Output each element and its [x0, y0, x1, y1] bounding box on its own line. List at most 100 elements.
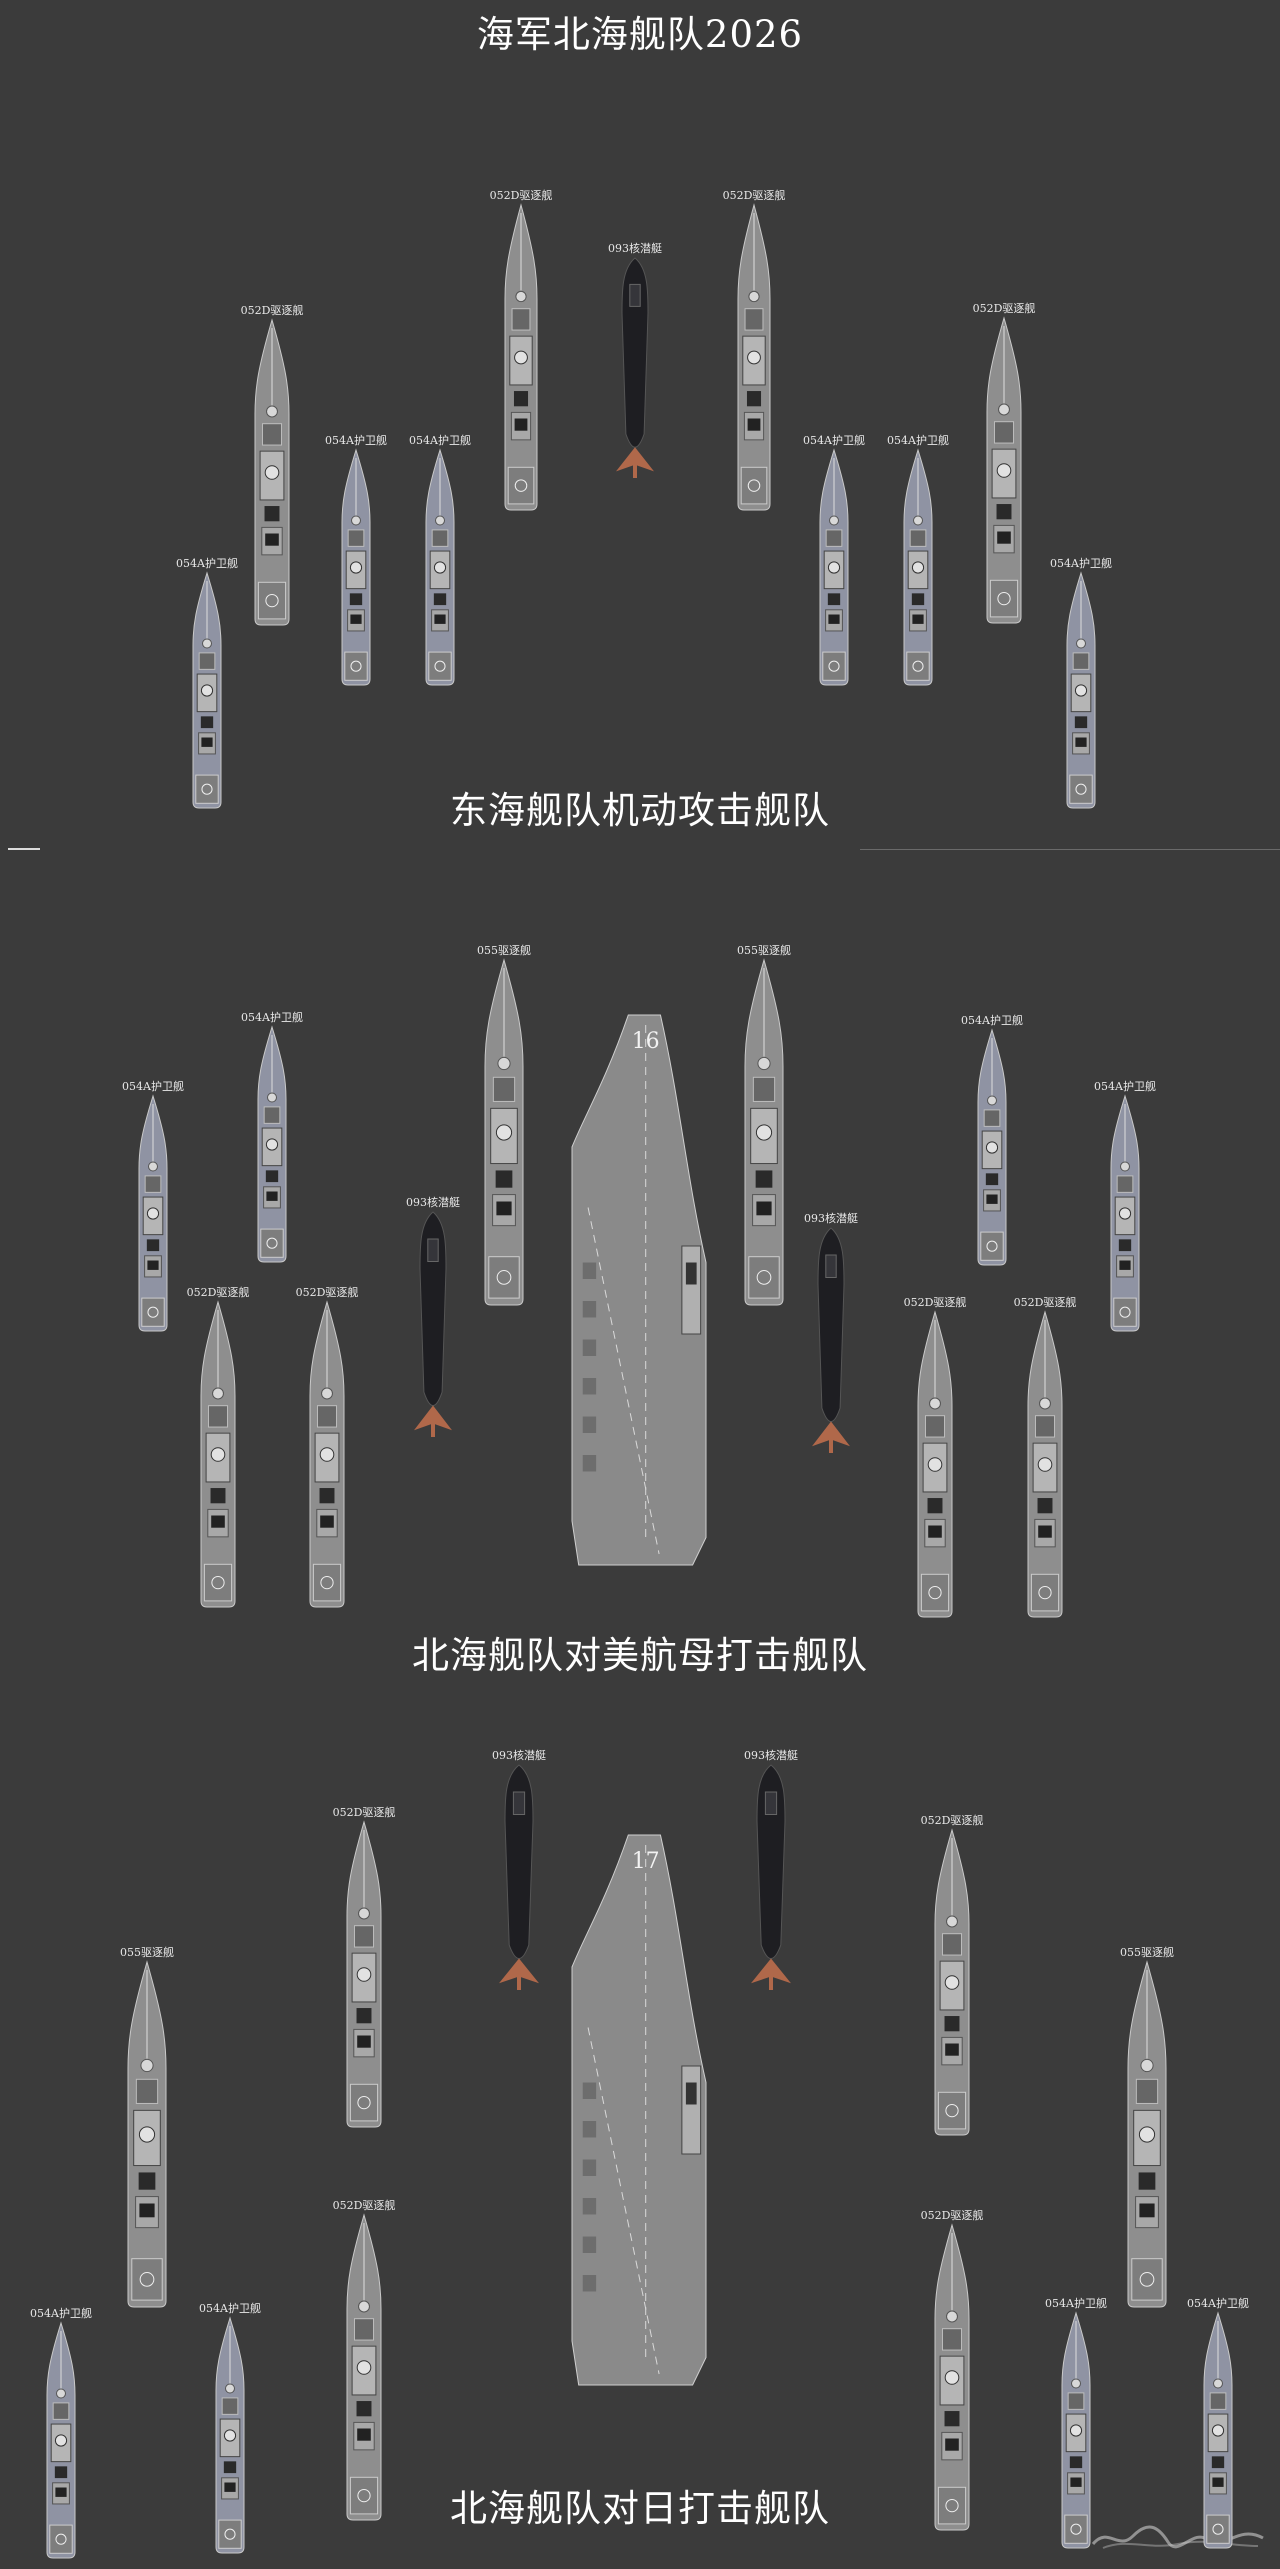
destroyer-052d: [987, 318, 1021, 623]
frigate-054a: [1111, 1096, 1139, 1331]
ship-label: 054A护卫舰: [325, 432, 387, 448]
ship-label: 052D驱逐舰: [904, 1294, 967, 1310]
ship-label: 054A护卫舰: [1187, 2295, 1249, 2311]
ship-silhouette: [201, 1302, 235, 1607]
frigate-054a: [342, 450, 370, 685]
ship-silhouette: [216, 2318, 244, 2553]
ship-silhouette: [978, 1030, 1006, 1265]
ship-label: 055驱逐舰: [737, 942, 791, 958]
ship-label: 054A护卫舰: [887, 432, 949, 448]
destroyer-055: [485, 960, 523, 1305]
frigate-054a: [1067, 573, 1095, 808]
ship-label: 052D驱逐舰: [296, 1284, 359, 1300]
frigate-054a: [904, 450, 932, 685]
ship-label: 052D驱逐舰: [187, 1284, 250, 1300]
frigate-054a: [426, 450, 454, 685]
destroyer-052d: [347, 2215, 381, 2520]
ship-label: 052D驱逐舰: [333, 1804, 396, 1820]
ship-silhouette: [1067, 573, 1095, 808]
ship-silhouette: [505, 1765, 533, 1990]
ship-label: 093核潜艇: [744, 1747, 798, 1763]
ship-label: 052D驱逐舰: [490, 187, 553, 203]
ship-silhouette: [347, 1822, 381, 2127]
ship-label: 055驱逐舰: [1120, 1944, 1174, 1960]
ship-silhouette: [139, 1096, 167, 1331]
destroyer-052d: [310, 1302, 344, 1607]
frigate-054a: [47, 2323, 75, 2558]
ship-silhouette: [193, 573, 221, 808]
aircraft-carrier: [572, 1835, 706, 2385]
watermark-signature: [1088, 2516, 1268, 2556]
ship-silhouette: [757, 1765, 785, 1990]
ship-silhouette: [255, 320, 289, 625]
ship-silhouette: [505, 205, 537, 510]
ship-silhouette: [420, 1212, 446, 1437]
ship-silhouette: [1128, 1962, 1166, 2307]
ship-label: 052D驱逐舰: [723, 187, 786, 203]
destroyer-055: [128, 1962, 166, 2307]
ship-silhouette: [904, 450, 932, 685]
ship-silhouette: [918, 1312, 952, 1617]
ship-silhouette: [1111, 1096, 1139, 1331]
ship-silhouette: [935, 2225, 969, 2530]
ship-silhouette: [485, 960, 523, 1305]
ship-label: 054A护卫舰: [1050, 555, 1112, 571]
destroyer-052d: [935, 1830, 969, 2135]
ship-silhouette: [310, 1302, 344, 1607]
ship-label: 093核潜艇: [608, 240, 662, 256]
ship-label: 052D驱逐舰: [1014, 1294, 1077, 1310]
frigate-054a: [978, 1030, 1006, 1265]
section-caption-vs-us-carrier: 北海舰队对美航母打击舰队: [0, 1625, 1280, 1679]
ship-silhouette: [1062, 2313, 1090, 2548]
submarine-093: [757, 1765, 785, 1990]
carrier-hull-number: 16: [632, 1029, 660, 1054]
ship-silhouette: [818, 1228, 844, 1453]
submarine-093: [420, 1212, 446, 1437]
destroyer-055: [745, 960, 783, 1305]
frigate-054a: [820, 450, 848, 685]
ship-silhouette: [1204, 2313, 1232, 2548]
ship-silhouette: [342, 450, 370, 685]
ship-label: 055驱逐舰: [120, 1944, 174, 1960]
ship-label: 054A护卫舰: [1094, 1078, 1156, 1094]
ship-silhouette: [935, 1830, 969, 2135]
ship-label: 054A护卫舰: [122, 1078, 184, 1094]
ship-silhouette: [128, 1962, 166, 2307]
ship-label: 093核潜艇: [804, 1210, 858, 1226]
ship-label: 054A护卫舰: [803, 432, 865, 448]
section-divider-right: [860, 849, 1280, 850]
ship-label: 054A护卫舰: [961, 1012, 1023, 1028]
ship-silhouette: [745, 960, 783, 1305]
destroyer-055: [1128, 1962, 1166, 2307]
frigate-054a: [193, 573, 221, 808]
main-title: 海军北海舰队2026: [0, 4, 1280, 58]
frigate-054a: [258, 1027, 286, 1262]
frigate-054a: [1062, 2313, 1090, 2548]
frigate-054a: [216, 2318, 244, 2553]
destroyer-052d: [255, 320, 289, 625]
ship-silhouette: [738, 205, 770, 510]
frigate-054a: [1204, 2313, 1232, 2548]
ship-label: 054A护卫舰: [176, 555, 238, 571]
ship-silhouette: [426, 450, 454, 685]
submarine-093: [622, 258, 648, 478]
ship-label: 052D驱逐舰: [973, 300, 1036, 316]
ship-silhouette: [347, 2215, 381, 2520]
ship-label: 052D驱逐舰: [241, 302, 304, 318]
section-divider-left: [8, 848, 40, 850]
destroyer-052d: [738, 205, 770, 510]
ship-label: 093核潜艇: [492, 1747, 546, 1763]
destroyer-052d: [918, 1312, 952, 1617]
submarine-093: [505, 1765, 533, 1990]
ship-label: 093核潜艇: [406, 1194, 460, 1210]
ship-silhouette: [820, 450, 848, 685]
ship-label: 054A护卫舰: [199, 2300, 261, 2316]
aircraft-carrier: [572, 1015, 706, 1565]
ship-label: 052D驱逐舰: [333, 2197, 396, 2213]
destroyer-052d: [505, 205, 537, 510]
ship-silhouette: [987, 318, 1021, 623]
destroyer-052d: [1028, 1312, 1062, 1617]
ship-silhouette: [1028, 1312, 1062, 1617]
ship-silhouette: [572, 1015, 706, 1565]
